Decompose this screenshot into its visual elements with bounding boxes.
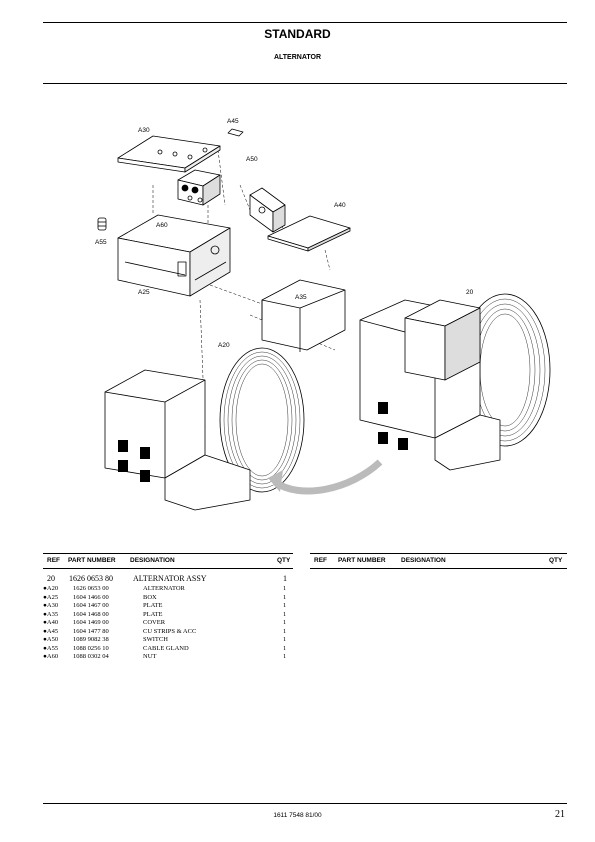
cell-designation: ALTERNATOR ASSY <box>133 574 207 583</box>
cu-strips-a45 <box>227 128 244 137</box>
cell-ref: ●A55 <box>43 644 59 652</box>
alternator-assy-20 <box>359 293 551 471</box>
cell-qty: 1 <box>283 627 287 635</box>
cell-designation: CU STRIPS & ACC <box>143 627 197 635</box>
cable-gland-a55 <box>97 217 107 231</box>
col-designation: DESIGNATION <box>130 557 175 564</box>
cell-ref: ●A50 <box>43 636 59 643</box>
col-part-number: PART NUMBER <box>68 557 116 564</box>
col-designation: DESIGNATION <box>401 557 446 564</box>
cell-qty: 1 <box>283 644 287 652</box>
table-row: ●A55 1088 0256 10 CABLE GLAND 1 <box>43 645 293 654</box>
page-title: STANDARD <box>264 27 331 41</box>
plate-a30 <box>117 135 221 173</box>
cell-part-number: 1604 1477 80 <box>73 627 109 635</box>
cell-qty: 1 <box>283 585 287 592</box>
col-part-number: PART NUMBER <box>338 557 386 564</box>
table-header-rule-left <box>43 568 293 569</box>
cell-part-number: 1604 1466 00 <box>73 593 109 601</box>
cell-qty: 1 <box>283 602 287 609</box>
cell-designation: NUT <box>143 653 157 660</box>
callout-label: A55 <box>95 239 107 246</box>
header-bottom-rule <box>43 83 567 84</box>
page-number: 21 <box>555 809 565 820</box>
table-header-left: REF PART NUMBER DESIGNATION QTY <box>43 557 293 567</box>
cell-ref: 20 <box>47 574 55 583</box>
callout-label: A45 <box>227 118 239 125</box>
table-top-rule-left <box>43 553 293 554</box>
page-subtitle: ALTERNATOR <box>273 54 322 61</box>
cell-designation: ALTERNATOR <box>143 585 185 592</box>
cell-ref: ●A60 <box>43 653 59 660</box>
table-header-right: REF PART NUMBER DESIGNATION QTY <box>310 557 567 567</box>
table-row: ●A60 1088 0302 04 NUT 1 <box>43 653 293 662</box>
assembly-arrow <box>272 459 383 495</box>
callout-label: A40 <box>334 202 346 209</box>
table-row: ●A20 1626 0653 00 ALTERNATOR 1 <box>43 585 293 594</box>
document-number: 1611 7548 81/00 <box>273 812 322 819</box>
table-header-rule-right <box>310 568 567 569</box>
col-qty: QTY <box>277 557 291 564</box>
table-row: ●A25 1604 1466 00 BOX 1 <box>43 594 293 603</box>
cell-qty: 1 <box>283 653 287 660</box>
callout-label: A35 <box>295 294 307 301</box>
callout-label: A50 <box>246 156 258 163</box>
cell-qty: 1 <box>283 574 287 583</box>
callout-labels: A45 A30 A50 A40 A60 A55 A25 A35 A20 20 <box>95 118 474 349</box>
cell-part-number: 1626 0653 80 <box>69 574 113 583</box>
alternator-a20 <box>104 347 305 511</box>
cell-part-number: 1088 0256 10 <box>73 644 109 652</box>
cell-part-number: 1089 9082 38 <box>73 636 109 643</box>
table-row: ●A40 1604 1469 00 COVER 1 <box>43 619 293 628</box>
switch-assembly <box>177 169 221 206</box>
table-top-rule-right <box>310 553 567 554</box>
table-row: ●A50 1089 9082 38 SWITCH 1 <box>43 636 293 645</box>
cell-ref: ●A20 <box>43 585 59 592</box>
parts-table: 20 1626 0653 80 ALTERNATOR ASSY 1 ●A20 1… <box>43 574 293 662</box>
cell-qty: 1 <box>283 636 287 643</box>
table-row: ●A35 1604 1468 00 PLATE 1 <box>43 611 293 620</box>
box-a25 <box>117 214 231 297</box>
exploded-parts-diagram: A45 A30 A50 A40 A60 A55 A25 A35 A20 20 <box>95 118 551 511</box>
cell-part-number: 1604 1469 00 <box>73 619 109 626</box>
cell-part-number: 1604 1467 00 <box>73 602 109 609</box>
cell-qty: 1 <box>283 593 287 601</box>
cell-qty: 1 <box>283 610 287 618</box>
cell-part-number: 1088 0302 04 <box>73 653 109 660</box>
cell-ref: ●A30 <box>43 602 59 609</box>
callout-label: A25 <box>138 289 150 296</box>
cell-ref: ●A25 <box>43 593 59 601</box>
cell-qty: 1 <box>283 619 287 626</box>
callout-label: A20 <box>218 342 230 349</box>
cell-ref: ●A40 <box>43 619 59 626</box>
col-ref: REF <box>47 557 60 564</box>
callout-label: 20 <box>466 289 474 296</box>
cell-part-number: 1604 1468 00 <box>73 610 109 618</box>
callout-label: A60 <box>156 222 168 229</box>
cell-designation: PLATE <box>143 610 163 618</box>
callout-label: A30 <box>138 127 150 134</box>
cell-designation: CABLE GLAND <box>143 644 189 652</box>
cover-a40 <box>267 215 351 252</box>
cell-ref: ●A35 <box>43 610 59 618</box>
cell-designation: SWITCH <box>143 636 168 643</box>
cell-ref: ●A45 <box>43 627 59 635</box>
cell-designation: BOX <box>143 593 157 601</box>
table-row: 20 1626 0653 80 ALTERNATOR ASSY 1 <box>43 574 293 585</box>
cell-designation: PLATE <box>143 602 163 609</box>
table-row: ●A45 1604 1477 80 CU STRIPS & ACC 1 <box>43 628 293 637</box>
footer-rule <box>43 803 567 804</box>
col-ref: REF <box>314 557 327 564</box>
plate-a35 <box>261 279 346 352</box>
switch-plate-a50 <box>249 187 286 233</box>
top-rule <box>43 22 567 23</box>
cell-designation: COVER <box>143 619 166 626</box>
col-qty: QTY <box>549 557 563 564</box>
cell-part-number: 1626 0653 00 <box>73 585 109 592</box>
table-row: ●A30 1604 1467 00 PLATE 1 <box>43 602 293 611</box>
